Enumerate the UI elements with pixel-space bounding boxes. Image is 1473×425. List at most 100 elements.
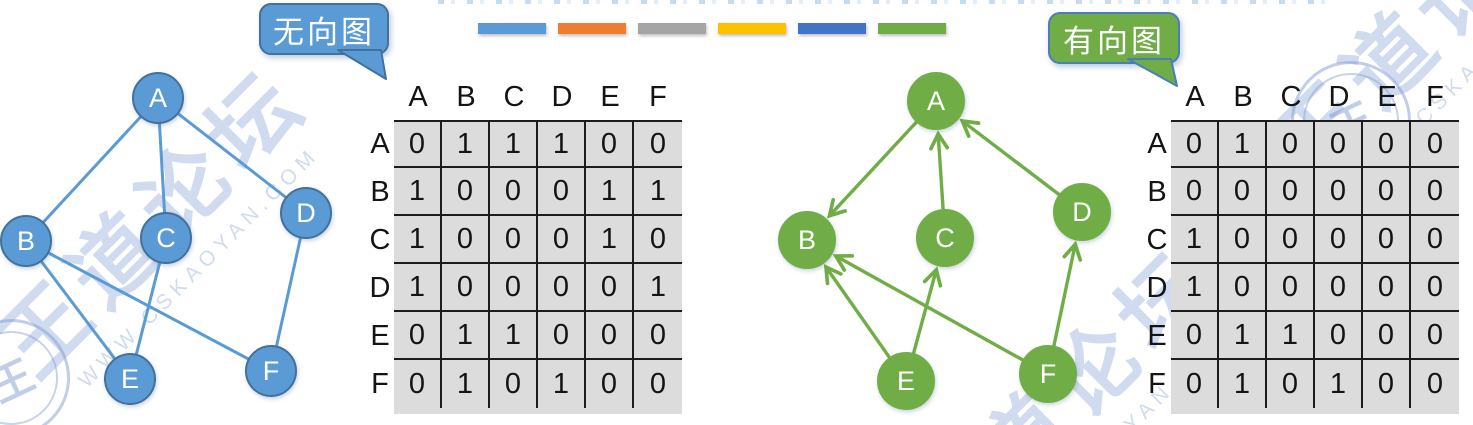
directed-graph-node-F: F: [1019, 345, 1077, 403]
matrix-cell: 0: [634, 120, 682, 168]
matrix-cell: 1: [538, 120, 586, 168]
matrix-cell: 0: [1363, 312, 1411, 360]
matrix-row-header-C: C: [369, 223, 391, 256]
matrix-cell: 0: [634, 216, 682, 264]
matrix-cell: 1: [634, 168, 682, 216]
undirected-graph-callout-label: 无向图: [273, 14, 375, 50]
undirected-graph-node-D: D: [280, 187, 332, 239]
matrix-cell: 0: [490, 360, 538, 408]
matrix-col-header-D: D: [1328, 80, 1350, 113]
matrix-cell: 0: [1363, 360, 1411, 408]
matrix-cell: 0: [490, 168, 538, 216]
matrix-col-header-E: E: [1377, 80, 1397, 113]
matrix-cell: 0: [490, 216, 538, 264]
directed-graph-callout-label: 有向图: [1063, 23, 1165, 59]
matrix-cell: 1: [490, 120, 538, 168]
matrix-col-header-E: E: [600, 80, 620, 113]
matrix-cell: 1: [586, 216, 634, 264]
matrix-cell: 0: [1267, 120, 1315, 168]
matrix-cell: 0: [394, 312, 442, 360]
matrix-bottom-pad: [1171, 408, 1459, 414]
matrix-cell: 0: [1363, 168, 1411, 216]
undirected-edge-AD: [157, 96, 307, 215]
color-bar: [878, 23, 946, 34]
matrix-cell: 0: [1267, 168, 1315, 216]
matrix-cell: 0: [634, 312, 682, 360]
color-bar: [718, 23, 786, 34]
undirected-edge-BE: [24, 240, 132, 380]
matrix-cell: 1: [538, 360, 586, 408]
matrix-col-header-B: B: [456, 80, 476, 113]
theme-color-bars: [478, 23, 946, 34]
matrix-cell: 0: [1411, 264, 1459, 312]
matrix-row-header-A: A: [1147, 127, 1167, 160]
matrix-cell: 0: [442, 168, 490, 216]
matrix-col-header-C: C: [1280, 80, 1302, 113]
matrix-cell: 1: [1219, 312, 1267, 360]
matrix-row-header-D: D: [369, 271, 391, 304]
undirected-graph-callout: 无向图: [259, 3, 389, 55]
matrix-cell: 0: [1363, 120, 1411, 168]
matrix-cell: 0: [1411, 120, 1459, 168]
matrix-cell: 0: [1171, 120, 1219, 168]
matrix-col-header-F: F: [649, 80, 667, 113]
undirected-callout-tail: [337, 49, 387, 80]
matrix-cell: 0: [394, 360, 442, 408]
undirected-graph-node-E: E: [104, 353, 156, 405]
undirected-graph-node-B: B: [0, 215, 52, 267]
matrix-cell: 0: [1315, 216, 1363, 264]
directed-graph-node-C: C: [916, 209, 974, 267]
directed-edge-FB: [832, 254, 1049, 376]
matrix-cell: 0: [1411, 312, 1459, 360]
matrix-cell: 0: [1363, 264, 1411, 312]
matrix-cell: 1: [442, 312, 490, 360]
directed-callout-tail: [1127, 58, 1178, 87]
matrix-cell: 0: [442, 216, 490, 264]
matrix-cell: 1: [586, 168, 634, 216]
directed-graph-node-B: B: [778, 211, 836, 269]
matrix-col-header-A: A: [408, 80, 428, 113]
matrix-cell: 1: [634, 264, 682, 312]
directed-graph-node-E: E: [877, 352, 935, 410]
matrix-cell: 0: [1219, 264, 1267, 312]
matrix-row-header-D: D: [1146, 271, 1168, 304]
directed-graph-callout: 有向图: [1048, 12, 1180, 64]
matrix-cell: 0: [538, 168, 586, 216]
matrix-cell: 0: [634, 360, 682, 408]
matrix-cell: 1: [1219, 360, 1267, 408]
matrix-cell: 1: [394, 264, 442, 312]
undirected-edge-DF: [269, 212, 308, 372]
matrix-cell: 0: [1411, 360, 1459, 408]
matrix-cell: 0: [1171, 168, 1219, 216]
matrix-cell: 1: [394, 168, 442, 216]
matrix-cell: 0: [1171, 312, 1219, 360]
matrix-col-header-C: C: [503, 80, 525, 113]
color-bar: [478, 23, 546, 34]
matrix-cell: 1: [394, 216, 442, 264]
matrix-cell: 0: [586, 120, 634, 168]
matrix-cell: 0: [1411, 216, 1459, 264]
matrix-col-header-D: D: [551, 80, 573, 113]
matrix-cell: 0: [1267, 216, 1315, 264]
matrix-cell: 0: [1315, 120, 1363, 168]
matrix-row-header-E: E: [1147, 319, 1167, 352]
directed-graph-node-D: D: [1053, 183, 1111, 241]
matrix-cell: 0: [586, 312, 634, 360]
matrix-row-header-B: B: [1147, 175, 1167, 208]
matrix-cell: 0: [1411, 168, 1459, 216]
matrix-col-header-A: A: [1185, 80, 1205, 113]
directed-graph-node-A: A: [907, 72, 965, 130]
matrix-row-header-E: E: [370, 319, 390, 352]
